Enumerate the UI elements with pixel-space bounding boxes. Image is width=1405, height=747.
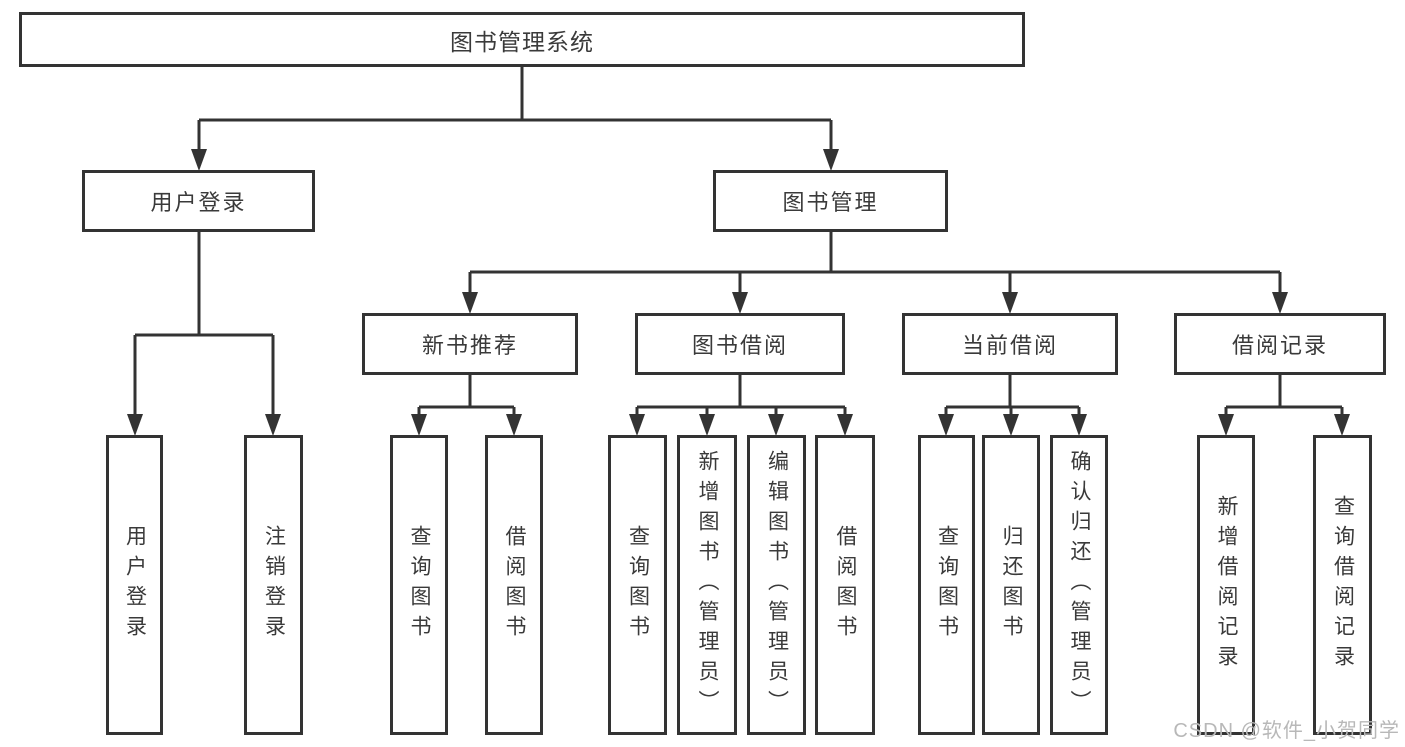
- arrowhead-icon: [732, 292, 748, 314]
- arrowhead-icon: [1071, 414, 1087, 436]
- connector-current-borrow-branch: [938, 375, 1087, 436]
- connector-book-mgmt-branch: [462, 232, 1288, 314]
- arrowhead-icon: [823, 149, 839, 171]
- node-book-management: 图书管理: [713, 170, 948, 232]
- csdn-watermark: CSDN @软件_小贺同学: [1173, 720, 1400, 742]
- arrowheads-new-book-branch: [411, 414, 522, 436]
- arrowheads-current-borrow-branch: [938, 414, 1087, 436]
- arrowhead-icon: [127, 414, 143, 436]
- arrowheads-book-mgmt-branch: [462, 292, 1288, 314]
- connector-book-borrow-branch: [629, 375, 853, 436]
- node-root-title: 图书管理系统: [19, 12, 1025, 67]
- node-leaf-query-books-recommend: 查询图书: [390, 435, 448, 735]
- arrowhead-icon: [411, 414, 427, 436]
- node-leaf-edit-books-admin: 编辑图书（管理员）: [747, 435, 806, 735]
- arrowhead-icon: [938, 414, 954, 436]
- arrowhead-icon: [629, 414, 645, 436]
- node-book-borrowing: 图书借阅: [635, 313, 845, 375]
- arrowhead-icon: [1334, 414, 1350, 436]
- node-leaf-borrow-books: 借阅图书: [815, 435, 875, 735]
- arrowhead-icon: [1218, 414, 1234, 436]
- arrowheads-borrow-records-branch: [1218, 414, 1350, 436]
- connector-user-login-branch: [127, 232, 281, 436]
- arrowhead-icon: [768, 414, 784, 436]
- connector-root-branch: [191, 67, 839, 171]
- arrowheads-root-branch: [191, 149, 839, 171]
- connector-new-book-branch: [411, 375, 522, 436]
- node-leaf-user-login: 用户登录: [106, 435, 163, 735]
- arrowhead-icon: [506, 414, 522, 436]
- node-new-book-recommend: 新书推荐: [362, 313, 578, 375]
- node-leaf-confirm-return-admin: 确认归还（管理员）: [1050, 435, 1108, 735]
- node-leaf-add-books-admin: 新增图书（管理员）: [677, 435, 737, 735]
- node-leaf-add-borrow-record: 新增借阅记录: [1197, 435, 1255, 735]
- node-leaf-borrow-books-recommend: 借阅图书: [485, 435, 543, 735]
- arrowhead-icon: [1002, 292, 1018, 314]
- node-user-login: 用户登录: [82, 170, 315, 232]
- arrowhead-icon: [1003, 414, 1019, 436]
- arrowhead-icon: [265, 414, 281, 436]
- arrowhead-icon: [1272, 292, 1288, 314]
- node-leaf-query-books-current: 查询图书: [918, 435, 975, 735]
- node-leaf-logout: 注销登录: [244, 435, 303, 735]
- arrowhead-icon: [462, 292, 478, 314]
- arrowheads-user-login-branch: [127, 414, 281, 436]
- arrowheads-book-borrow-branch: [629, 414, 853, 436]
- connector-borrow-records-branch: [1218, 375, 1350, 436]
- arrowhead-icon: [837, 414, 853, 436]
- node-current-borrowing: 当前借阅: [902, 313, 1118, 375]
- node-borrow-records: 借阅记录: [1174, 313, 1386, 375]
- node-leaf-query-books-borrowing: 查询图书: [608, 435, 667, 735]
- node-leaf-query-borrow-record: 查询借阅记录: [1313, 435, 1372, 735]
- node-leaf-return-books: 归还图书: [982, 435, 1040, 735]
- arrowhead-icon: [191, 149, 207, 171]
- arrowhead-icon: [699, 414, 715, 436]
